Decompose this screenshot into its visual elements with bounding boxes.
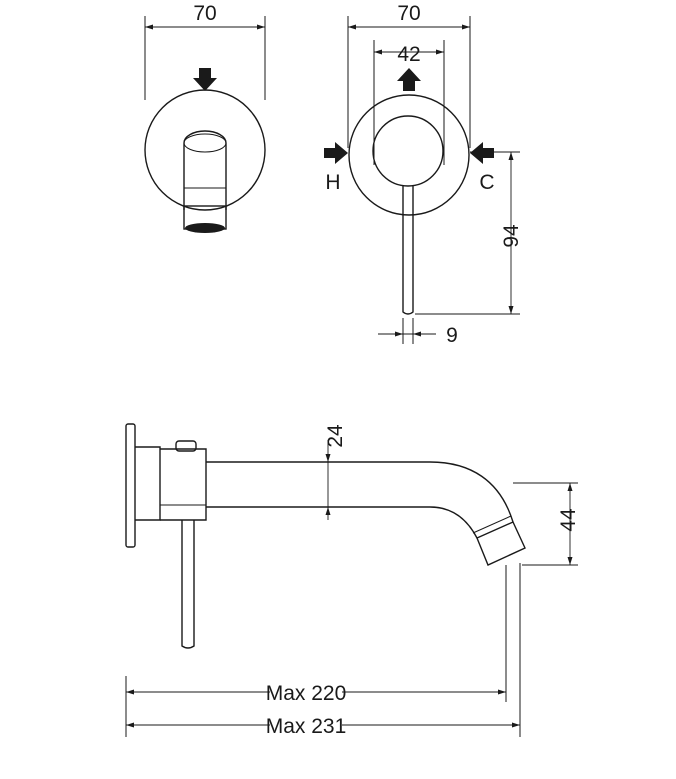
dimension-arrow <box>508 306 514 314</box>
side-view-body-rear <box>135 446 161 521</box>
down-arrow-icon <box>193 68 217 91</box>
dimension-arrow <box>145 24 153 30</box>
front-view: 70 <box>144 2 266 233</box>
up-arrow-icon <box>397 68 421 91</box>
lever-length-label: 94 <box>500 224 523 248</box>
front-view-spout-top <box>183 133 227 153</box>
dimension-arrow <box>325 454 331 462</box>
side-view-handle-body <box>160 448 207 521</box>
dimension-arrow <box>374 49 382 55</box>
handle-view-wall-plate <box>348 94 470 216</box>
handle-view-lever <box>402 186 414 315</box>
side-view-spout-top <box>206 461 514 523</box>
cold-label: C <box>479 171 494 194</box>
lever-diameter-label: 9 <box>446 324 458 347</box>
spout-diameter-label: 24 <box>324 424 347 448</box>
dimension-arrow <box>436 49 444 55</box>
handle-view-outer-width-label: 70 <box>397 2 420 25</box>
side-view-lever <box>181 520 195 649</box>
handle-view: 70 42 H C 94 9 <box>324 2 523 347</box>
hot-arrow-icon <box>324 142 348 164</box>
cold-arrow-icon <box>470 142 494 164</box>
side-view-spout-bottom <box>206 506 478 539</box>
front-view-aerator-outlet <box>185 223 225 233</box>
front-view-spout-body <box>183 130 227 210</box>
dimension-arrow <box>257 24 265 30</box>
dimension-arrow <box>395 331 403 337</box>
front-view-wall-plate <box>144 89 266 211</box>
handle-view-knob <box>372 115 444 187</box>
side-view-wall-plate <box>125 423 136 548</box>
dimension-arrow <box>413 331 421 337</box>
dimension-arrow <box>498 689 506 695</box>
dimension-arrow <box>348 24 356 30</box>
side-view-handle-cap <box>175 440 197 452</box>
handle-view-inner-width-label: 42 <box>397 43 420 66</box>
front-view-width-label: 70 <box>193 2 216 25</box>
side-view-aerator-ring <box>472 515 512 534</box>
projection-231-label: Max 231 <box>266 715 347 738</box>
dimension-arrow <box>325 507 331 515</box>
projection-220-label: Max 220 <box>266 682 347 705</box>
dimension-arrow <box>126 722 134 728</box>
hot-label: H <box>325 171 340 194</box>
dimension-arrow <box>512 722 520 728</box>
dimension-arrow <box>567 483 573 491</box>
dimension-arrow <box>508 152 514 160</box>
dimension-arrow <box>567 557 573 565</box>
dimension-arrow <box>126 689 134 695</box>
side-view-aerator <box>476 521 526 566</box>
dimension-arrow <box>462 24 470 30</box>
outlet-height-label: 44 <box>557 508 580 532</box>
side-view: 24 44 Max 220 Max 231 <box>125 423 580 738</box>
